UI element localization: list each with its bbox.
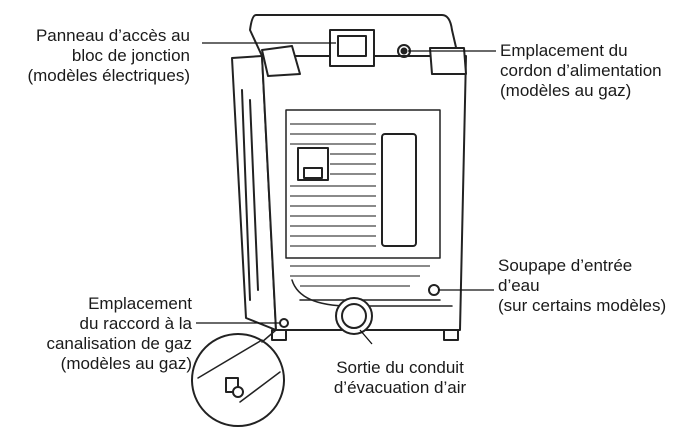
leader-exhaust-outlet	[359, 329, 373, 345]
water-inlet	[428, 284, 440, 296]
label-water-inlet: Soupape d’entrée d’eau (sur certains mod…	[498, 256, 667, 315]
label-power-cord: Emplacement du cordon d’alimentation (mo…	[500, 41, 662, 100]
label-gas-connection: Emplacement du raccord à la canalisation…	[46, 294, 192, 373]
vent-grille	[290, 123, 430, 287]
gas-connection	[279, 318, 289, 328]
label-junction-panel: Panneau d’accès au bloc de jonction (mod…	[27, 26, 190, 85]
label-exhaust-outlet: Sortie du conduit d’évacuation d’air	[333, 358, 467, 397]
